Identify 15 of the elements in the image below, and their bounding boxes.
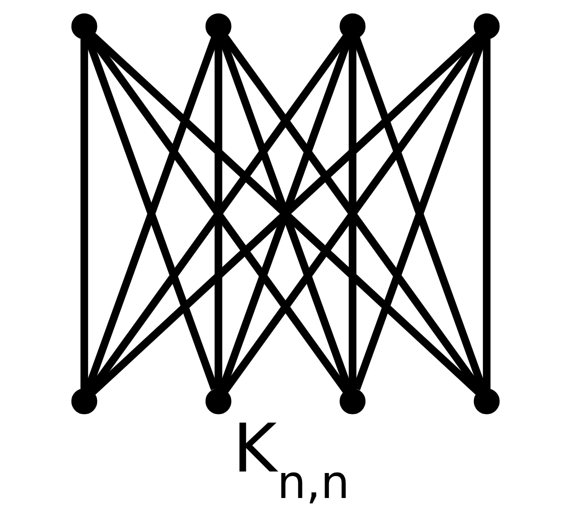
connector bbox=[80, 38, 88, 389]
connector bbox=[348, 38, 356, 389]
node-circle bbox=[71, 13, 98, 40]
connector bbox=[88, 34, 350, 394]
node-circle bbox=[205, 13, 232, 40]
node-circle bbox=[340, 388, 366, 414]
node-circle bbox=[340, 13, 366, 40]
node-circle bbox=[205, 388, 232, 414]
connector bbox=[222, 34, 484, 394]
connector bbox=[482, 38, 491, 389]
node-circle bbox=[71, 388, 98, 414]
caption: K$_{n,n}$ bbox=[232, 410, 350, 510]
node-circle bbox=[474, 13, 500, 40]
connector bbox=[214, 38, 222, 389]
node-circle bbox=[474, 388, 500, 414]
